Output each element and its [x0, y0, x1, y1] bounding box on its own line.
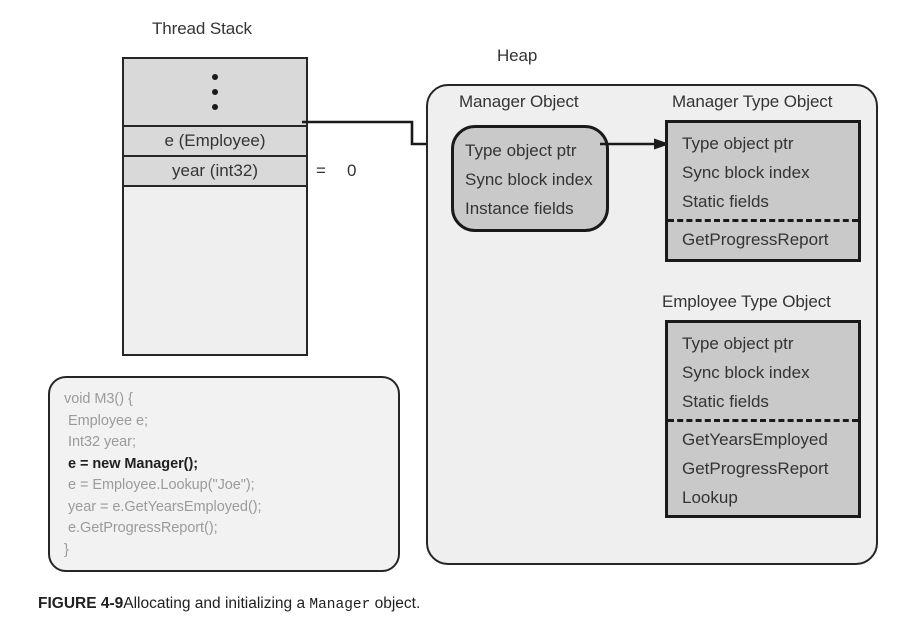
- dot-icon: [212, 89, 218, 95]
- employee-type-object-field: Static fields: [682, 392, 769, 411]
- fields-methods-separator: [668, 219, 858, 222]
- figure-number: FIGURE 4-9: [38, 595, 124, 612]
- manager-type-object-field: Sync block index: [682, 163, 810, 182]
- manager-object-box: Type object ptr Sync block index Instanc…: [451, 125, 609, 232]
- code-line-current: e = new Manager();: [64, 455, 199, 472]
- manager-type-object-field: Type object ptr: [682, 134, 794, 153]
- code-line: void M3() {: [64, 391, 133, 407]
- manager-type-object-box: Type object ptr Sync block index Static …: [665, 120, 861, 262]
- manager-object-title: Manager Object: [459, 92, 579, 111]
- dot-icon: [212, 104, 218, 110]
- employee-type-object-field: Type object ptr: [682, 334, 794, 353]
- fields-methods-separator: [668, 419, 858, 422]
- employee-type-object-method: GetProgressReport: [682, 459, 829, 478]
- year-equals-sign: =: [316, 161, 326, 180]
- caption-text-after: object.: [370, 595, 421, 612]
- arrow-manager-object-to-manager-type-object: [600, 138, 670, 150]
- manager-object-field: Sync block index: [465, 170, 593, 189]
- stack-slot-year-int32: year (int32): [124, 157, 306, 187]
- thread-stack-box: e (Employee) year (int32): [122, 57, 308, 356]
- vertical-ellipsis-icon: [212, 59, 218, 125]
- caption-code-term: Manager: [309, 597, 371, 613]
- caption-text-before: Allocating and initializing a: [123, 595, 310, 612]
- dot-icon: [212, 74, 218, 80]
- employee-type-object-box: Type object ptr Sync block index Static …: [665, 320, 861, 518]
- stack-slot-e-employee: e (Employee): [124, 127, 306, 157]
- stack-slot-ellipsis: [124, 59, 306, 127]
- code-line: e.GetProgressReport();: [64, 520, 218, 536]
- thread-stack-title: Thread Stack: [152, 19, 252, 38]
- code-line: Employee e;: [64, 412, 149, 429]
- employee-type-object-field: Sync block index: [682, 363, 810, 382]
- manager-object-field: Instance fields: [465, 199, 574, 218]
- source-code-box: void M3() { Employee e; Int32 year; e = …: [48, 376, 400, 572]
- code-line: e = Employee.Lookup("Joe");: [64, 477, 255, 493]
- year-value: 0: [347, 161, 357, 180]
- employee-type-object-title: Employee Type Object: [662, 292, 831, 311]
- heap-title: Heap: [497, 46, 538, 65]
- manager-type-object-method: GetProgressReport: [682, 230, 829, 249]
- manager-object-field: Type object ptr: [465, 141, 577, 160]
- employee-type-object-method: GetYearsEmployed: [682, 430, 828, 449]
- code-line: }: [64, 541, 69, 558]
- employee-type-object-method: Lookup: [682, 488, 738, 507]
- code-line: Int32 year;: [64, 434, 136, 450]
- manager-type-object-field: Static fields: [682, 192, 769, 211]
- stack-free-space: [124, 187, 306, 354]
- code-line: year = e.GetYearsEmployed();: [64, 498, 262, 515]
- figure-caption: FIGURE 4-9Allocating and initializing a …: [38, 595, 420, 613]
- manager-type-object-title: Manager Type Object: [672, 92, 833, 111]
